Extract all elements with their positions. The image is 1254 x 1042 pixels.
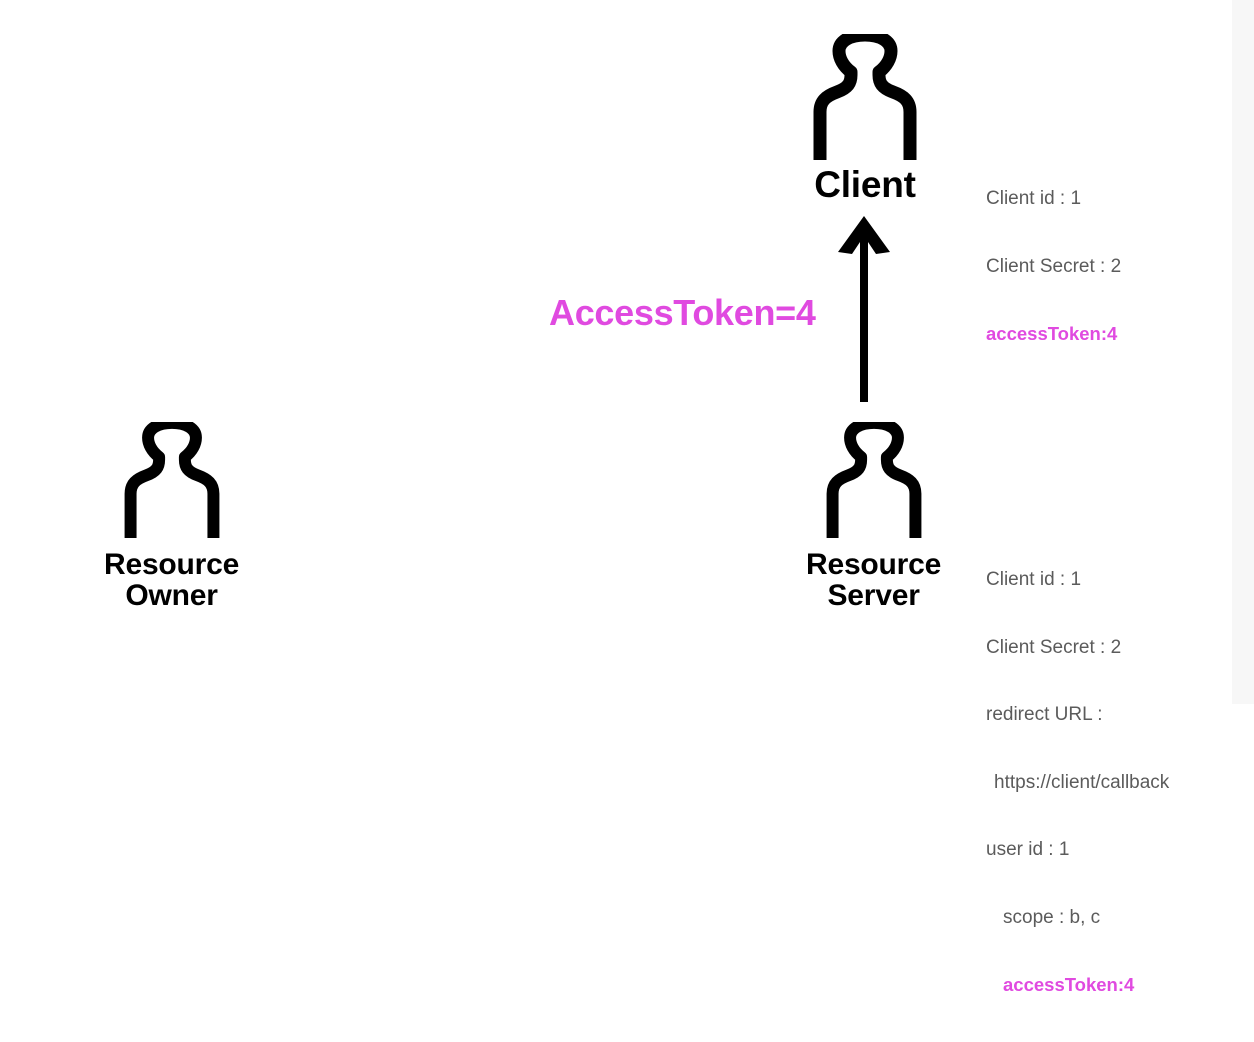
actor-client-label: Client [814, 164, 916, 205]
person-outline-icon [815, 416, 933, 543]
annotation-resource-server: Client id : 1 Client Secret : 2 redirect… [986, 524, 1169, 1042]
right-edge-strip [1232, 0, 1254, 704]
arrow-up-icon [832, 214, 896, 402]
actor-resource-owner-label: Resource Owner [104, 548, 240, 613]
annotation-line: Client Secret : 2 [986, 636, 1122, 658]
actor-resource-server: Resource Server [806, 416, 942, 613]
annotation-line: Client id : 1 [986, 569, 1082, 590]
annotation-line: user id : 1 [986, 839, 1070, 860]
annotation-line-scope: scope : b, c [1003, 906, 1101, 928]
actor-resource-server-label: Resource Server [806, 548, 942, 613]
annotation-line: Client Secret : 2 [986, 255, 1122, 277]
annotation-access-token: accessToken:4 [1003, 974, 1135, 995]
actor-resource-owner: Resource Owner [104, 416, 240, 613]
annotation-line: Client id : 1 [986, 188, 1082, 209]
person-outline-icon [806, 28, 924, 165]
annotation-access-token: accessToken:4 [986, 323, 1118, 344]
arrow-label-access-token: AccessToken=4 [549, 292, 816, 333]
diagram-canvas: Client Client id : 1 Client Secret : 2 a… [104, 0, 1254, 995]
annotation-line-redirect-url: https://client/callback [994, 771, 1170, 793]
actor-client: Client [806, 28, 924, 205]
annotation-line: redirect URL : [986, 704, 1103, 725]
annotation-client: Client id : 1 Client Secret : 2 accessTo… [986, 143, 1121, 391]
person-outline-icon [113, 416, 231, 543]
